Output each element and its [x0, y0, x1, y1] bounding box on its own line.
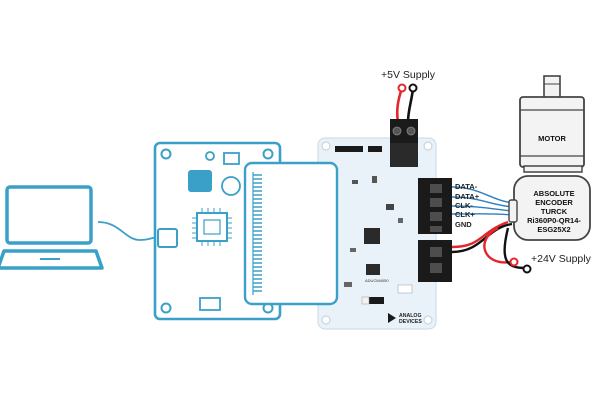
encoder-power-wires: [451, 220, 513, 254]
signal-clk-plus-label: CLK+: [455, 210, 475, 219]
encoder-terminal-block: [418, 178, 452, 234]
usb-cable: [97, 221, 161, 241]
encoder-label-line1: ABSOLUTE: [533, 189, 574, 198]
interface-board: [317, 137, 437, 330]
signal-data-minus-label: DATA-: [455, 182, 478, 191]
brand-line-1: ANALOG: [399, 313, 421, 319]
encoder-label-line2: ENCODER: [535, 198, 573, 207]
supply-24v-wires: [483, 226, 526, 270]
analog-devices-logo-icon: [388, 313, 396, 323]
encoder-icon: [508, 165, 591, 241]
ribbon-header: [243, 161, 339, 306]
power-terminal-24v: [418, 240, 452, 282]
board-chip-label: ADUCM4050: [365, 278, 389, 283]
supply-24v-negative-terminal: [522, 264, 532, 274]
motor-icon: [519, 75, 585, 168]
encoder-signal-wires: [451, 186, 514, 216]
power-terminal-5v: [390, 83, 418, 167]
signal-data-plus-label: DATA+: [455, 192, 480, 201]
supply-24v-positive-terminal: [509, 257, 519, 267]
supply-24v-label: +24V Supply: [531, 253, 592, 265]
signal-clk-minus-label: CLK-: [455, 201, 473, 210]
encoder-label-line3: TURCK: [541, 207, 568, 216]
brand-line-2: DEVICES: [399, 319, 422, 325]
signal-gnd-label: GND: [455, 220, 472, 229]
laptop-icon: [0, 185, 104, 270]
encoder-label-line4: Ri360P0-QR14-: [527, 216, 581, 225]
encoder-label-line5: ESG25X2: [537, 225, 570, 234]
supply-5v-label: +5V Supply: [381, 69, 436, 81]
motor-label: MOTOR: [538, 134, 566, 143]
